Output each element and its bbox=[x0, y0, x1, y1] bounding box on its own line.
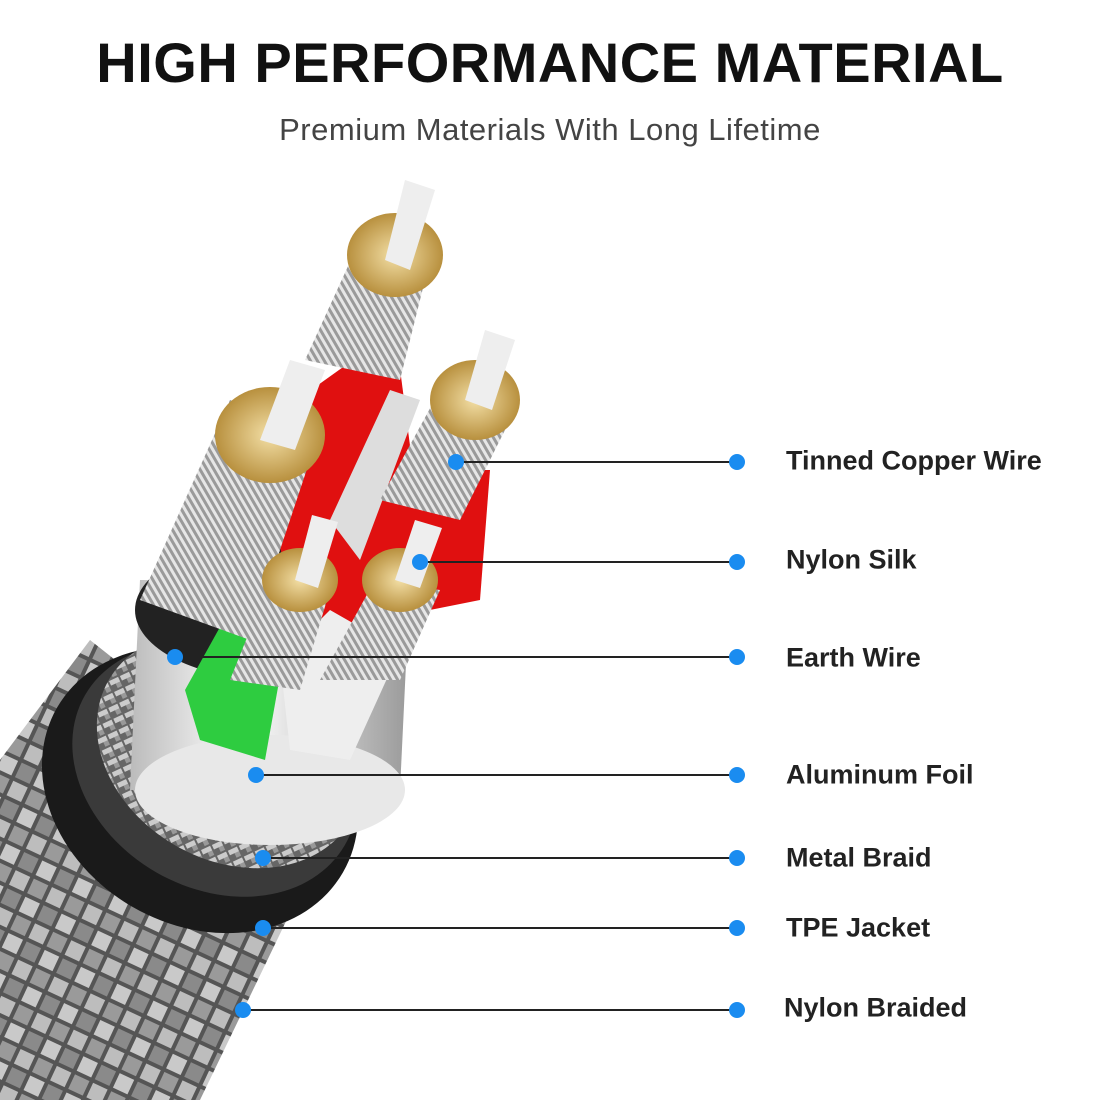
callout-nylon-silk: Nylon Silk bbox=[786, 544, 917, 575]
callout-leaders bbox=[167, 454, 745, 1018]
wires bbox=[140, 180, 520, 760]
page-title: HIGH PERFORMANCE MATERIAL bbox=[96, 31, 1004, 94]
page-subtitle: Premium Materials With Long Lifetime bbox=[279, 112, 821, 147]
callout-nylon-braided: Nylon Braided bbox=[784, 992, 968, 1023]
callout-aluminum-foil: Aluminum Foil bbox=[786, 759, 974, 790]
callout-metal-braid: Metal Braid bbox=[786, 842, 932, 873]
callout-earth-wire: Earth Wire bbox=[786, 642, 921, 673]
callout-tpe-jacket: TPE Jacket bbox=[786, 912, 931, 943]
callout-tinned-copper-wire: Tinned Copper Wire bbox=[786, 445, 1042, 476]
